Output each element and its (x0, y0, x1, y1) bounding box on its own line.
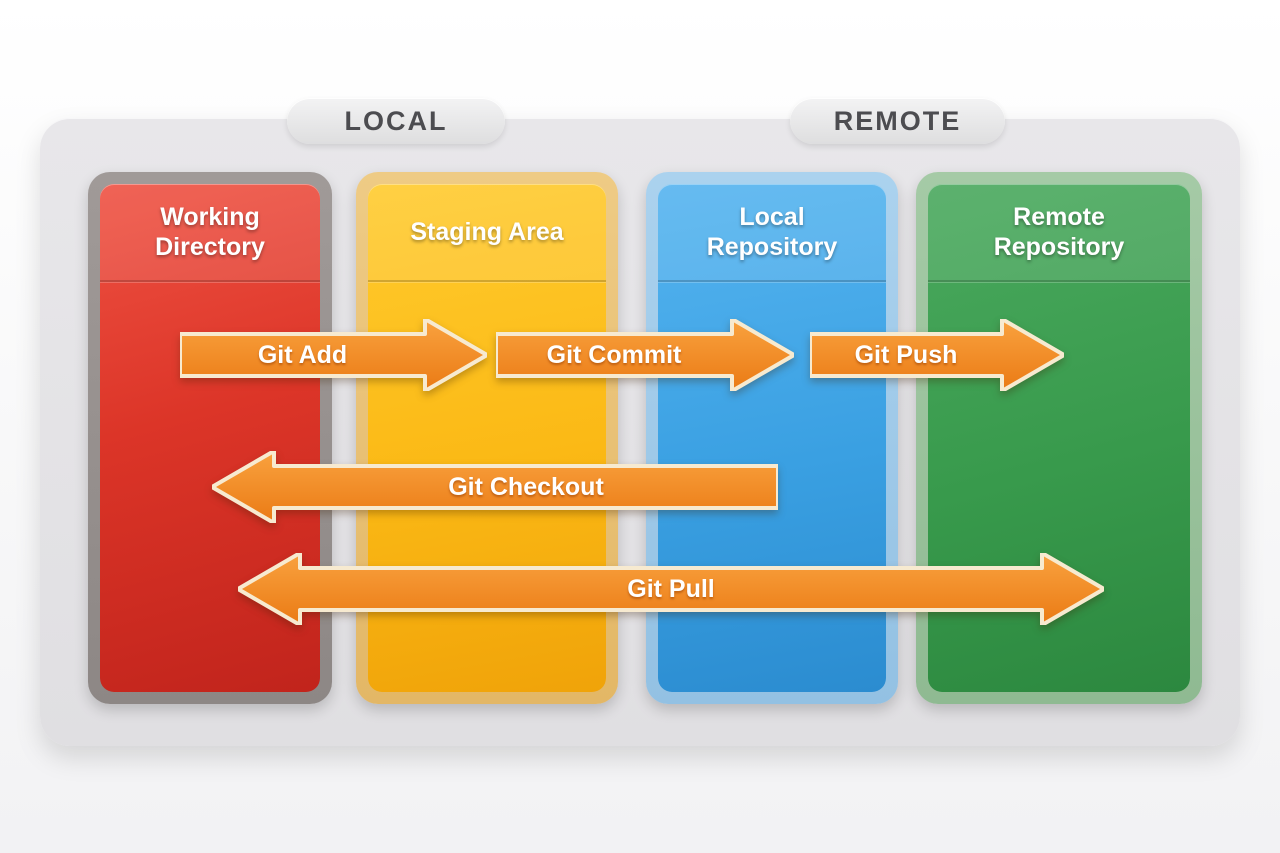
column-title-remote-repository: Remote Repository (993, 202, 1125, 262)
local-badge: LOCAL (287, 98, 505, 144)
column-title-staging-area: Staging Area (410, 217, 564, 246)
column-remote-repository-header: Remote Repository (928, 184, 1190, 282)
local-badge-label: LOCAL (344, 105, 448, 136)
column-working-directory: Working Directory (88, 172, 332, 704)
arrow-git-commit-shape (496, 319, 794, 391)
arrow-git-pull: Git Pull (238, 553, 1104, 625)
arrow-git-checkout: Git Checkout (212, 451, 778, 523)
arrow-git-commit: Git Commit (496, 319, 794, 391)
remote-badge: REMOTE (790, 98, 1005, 144)
column-local-repository-header: Local Repository (658, 184, 886, 282)
arrow-git-push-shape (810, 319, 1064, 391)
column-staging-area-header: Staging Area (368, 184, 606, 282)
arrow-git-push: Git Push (810, 319, 1064, 391)
remote-badge-label: REMOTE (833, 105, 962, 136)
arrow-git-pull-shape (238, 553, 1104, 625)
column-title-local-repository: Local Repository (706, 202, 838, 262)
arrow-git-add-shape (180, 319, 487, 391)
column-working-directory-header: Working Directory (100, 184, 320, 282)
column-title-working-directory: Working Directory (155, 202, 265, 262)
arrow-git-add: Git Add (180, 319, 487, 391)
arrow-git-checkout-shape (212, 451, 778, 523)
